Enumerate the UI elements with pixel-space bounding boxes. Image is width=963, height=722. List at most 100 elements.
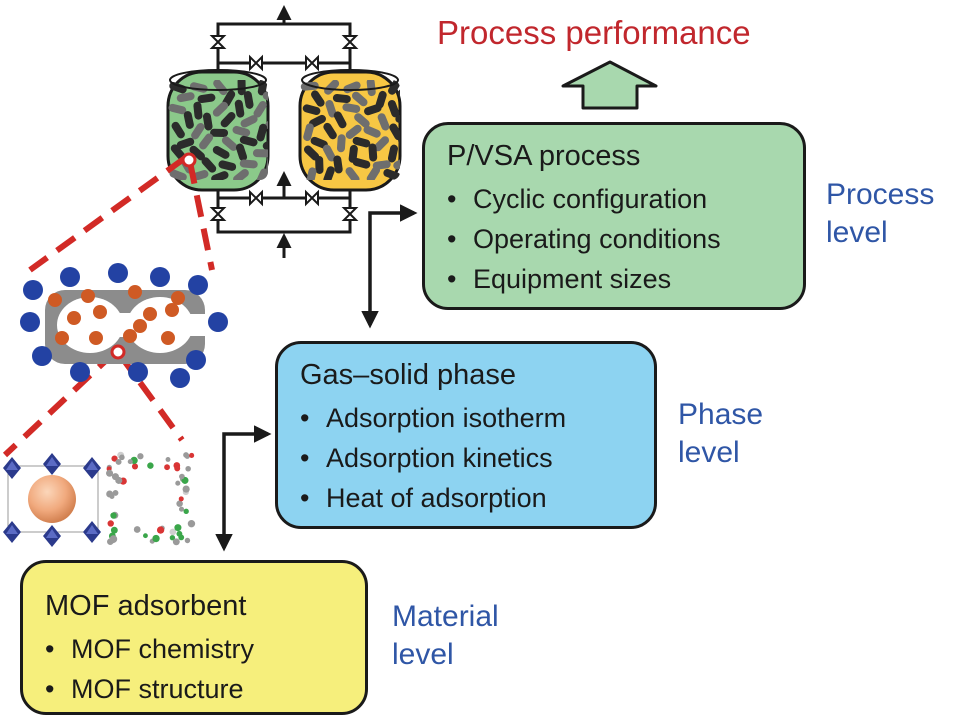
adsorbent-pellet [253, 100, 267, 118]
gas-molecule [150, 267, 170, 287]
adsorbed-molecule [123, 329, 137, 343]
adsorbent-pellet [218, 160, 237, 171]
phase-level-label: Phase level [678, 396, 763, 472]
process-performance-title: Process performance [437, 14, 751, 51]
phase-item-adsorption-isotherm: Adsorption isotherm [300, 398, 654, 438]
gas-molecule [188, 275, 208, 295]
adsorbent-pellet [239, 159, 258, 169]
adsorbent-pellet [352, 158, 371, 169]
mof-atom [175, 480, 181, 486]
material-level-label: Material level [392, 598, 499, 674]
process-item-equipment-sizes: Equipment sizes [447, 259, 803, 299]
mof-atom [169, 528, 177, 536]
mof-atom [110, 512, 117, 519]
pellet-zoom [20, 263, 228, 388]
mof-atom [111, 455, 118, 462]
adsorbent-pellet [171, 121, 185, 139]
level-connectors [215, 204, 418, 552]
mof-atom [109, 494, 115, 500]
adsorbent-pellet [352, 136, 371, 148]
mof-atom [179, 473, 185, 480]
adsorbent-pellet [351, 91, 368, 107]
mof-atom [185, 466, 191, 472]
phase-level-box: Gas–solid phase Adsorption isotherm Adso… [275, 341, 657, 529]
adsorbent-pellet [366, 166, 381, 180]
adsorbent-pellet [193, 101, 203, 120]
adsorbent-pellet [211, 171, 229, 180]
adsorbent-pellet [395, 114, 400, 126]
adsorbent-pellet [168, 103, 187, 115]
adsorbent-pellet [323, 122, 337, 140]
adsorbent-pellet [310, 136, 328, 149]
adsorbent-pellet [233, 168, 249, 180]
material-level-box: MOF adsorbent MOF chemistry MOF structur… [20, 560, 368, 715]
adsorbent-pellet [256, 168, 268, 180]
adsorption-bed-right [298, 69, 402, 192]
adsorbent-pellet [262, 137, 268, 150]
adsorbent-pellet [232, 125, 251, 137]
adsorbent-pellet [212, 101, 229, 117]
material-item-mof-chemistry: MOF chemistry [45, 629, 365, 669]
adsorbent-pellet [170, 144, 186, 160]
material-level-label-line2: level [392, 638, 454, 671]
mof-atom [189, 452, 195, 458]
mof-atom [172, 538, 180, 546]
adsorbent-pellet [354, 113, 370, 128]
adsorbent-pellet [342, 103, 361, 113]
mof-atom [133, 526, 141, 533]
mof-metal-facet [86, 461, 98, 470]
adsorbent-pellet [311, 90, 325, 107]
adsorbed-molecule [161, 331, 175, 345]
adsorbent-pellet [197, 93, 216, 104]
phase-box-title: Gas–solid phase [300, 359, 517, 391]
adsorbed-molecule [67, 311, 81, 325]
adsorbent-pellet [169, 169, 187, 180]
adsorbed-molecule [81, 289, 95, 303]
process-item-cyclic-configuration: Cyclic configuration [447, 179, 803, 219]
adsorbent-pellet [393, 156, 400, 170]
adsorbent-pellet [325, 99, 337, 118]
adsorption-bed-left [166, 69, 270, 192]
mof-atom [174, 524, 182, 532]
adsorbent-pellet [303, 123, 314, 142]
process-item-operating-conditions: Operating conditions [447, 219, 803, 259]
adsorbed-molecule [55, 331, 69, 345]
mof-atom [119, 454, 125, 461]
adsorbent-pellet [212, 145, 230, 159]
adsorbent-pellet [306, 167, 317, 180]
adsorbent-pellet [383, 168, 400, 180]
adsorbent-pellet [323, 166, 335, 180]
mof-atom [143, 533, 148, 539]
mof-metal-facet [46, 457, 58, 466]
pellets-left [168, 80, 268, 180]
process-box-title: P/VSA process [447, 140, 641, 172]
zoom-point-bed [181, 152, 197, 168]
valve-symbols [209, 35, 359, 221]
mof-metal-facet [6, 461, 18, 470]
adsorbent-pellet [262, 91, 268, 105]
mof-atom [107, 520, 114, 527]
adsorbent-pellet [324, 80, 340, 95]
adsorbent-pellet [234, 99, 245, 118]
adsorbent-pellet [336, 134, 346, 153]
mof-metal-facet [46, 529, 58, 538]
mof-metal-facet [6, 525, 18, 534]
adsorbent-pellet [345, 167, 360, 180]
mof-atom [137, 453, 144, 460]
adsorbed-molecule [143, 307, 157, 321]
mof-atom [106, 469, 114, 477]
adsorbent-pellet [243, 91, 254, 109]
adsorbed-molecule [171, 291, 185, 305]
phase-box-list: Adsorption isotherm Adsorption kinetics … [300, 398, 654, 518]
mof-atom [115, 458, 122, 465]
gas-molecule [170, 368, 190, 388]
adsorbent-pellet [176, 92, 195, 103]
adsorbed-molecule [128, 285, 142, 299]
material-item-mof-structure: MOF structure [45, 669, 365, 709]
mof-atom [174, 465, 181, 472]
gas-molecule [208, 312, 228, 332]
adsorbent-pellet [315, 155, 324, 174]
gas-molecule [60, 267, 80, 287]
adsorbent-pellet [256, 123, 268, 142]
pellets-right [300, 80, 400, 180]
